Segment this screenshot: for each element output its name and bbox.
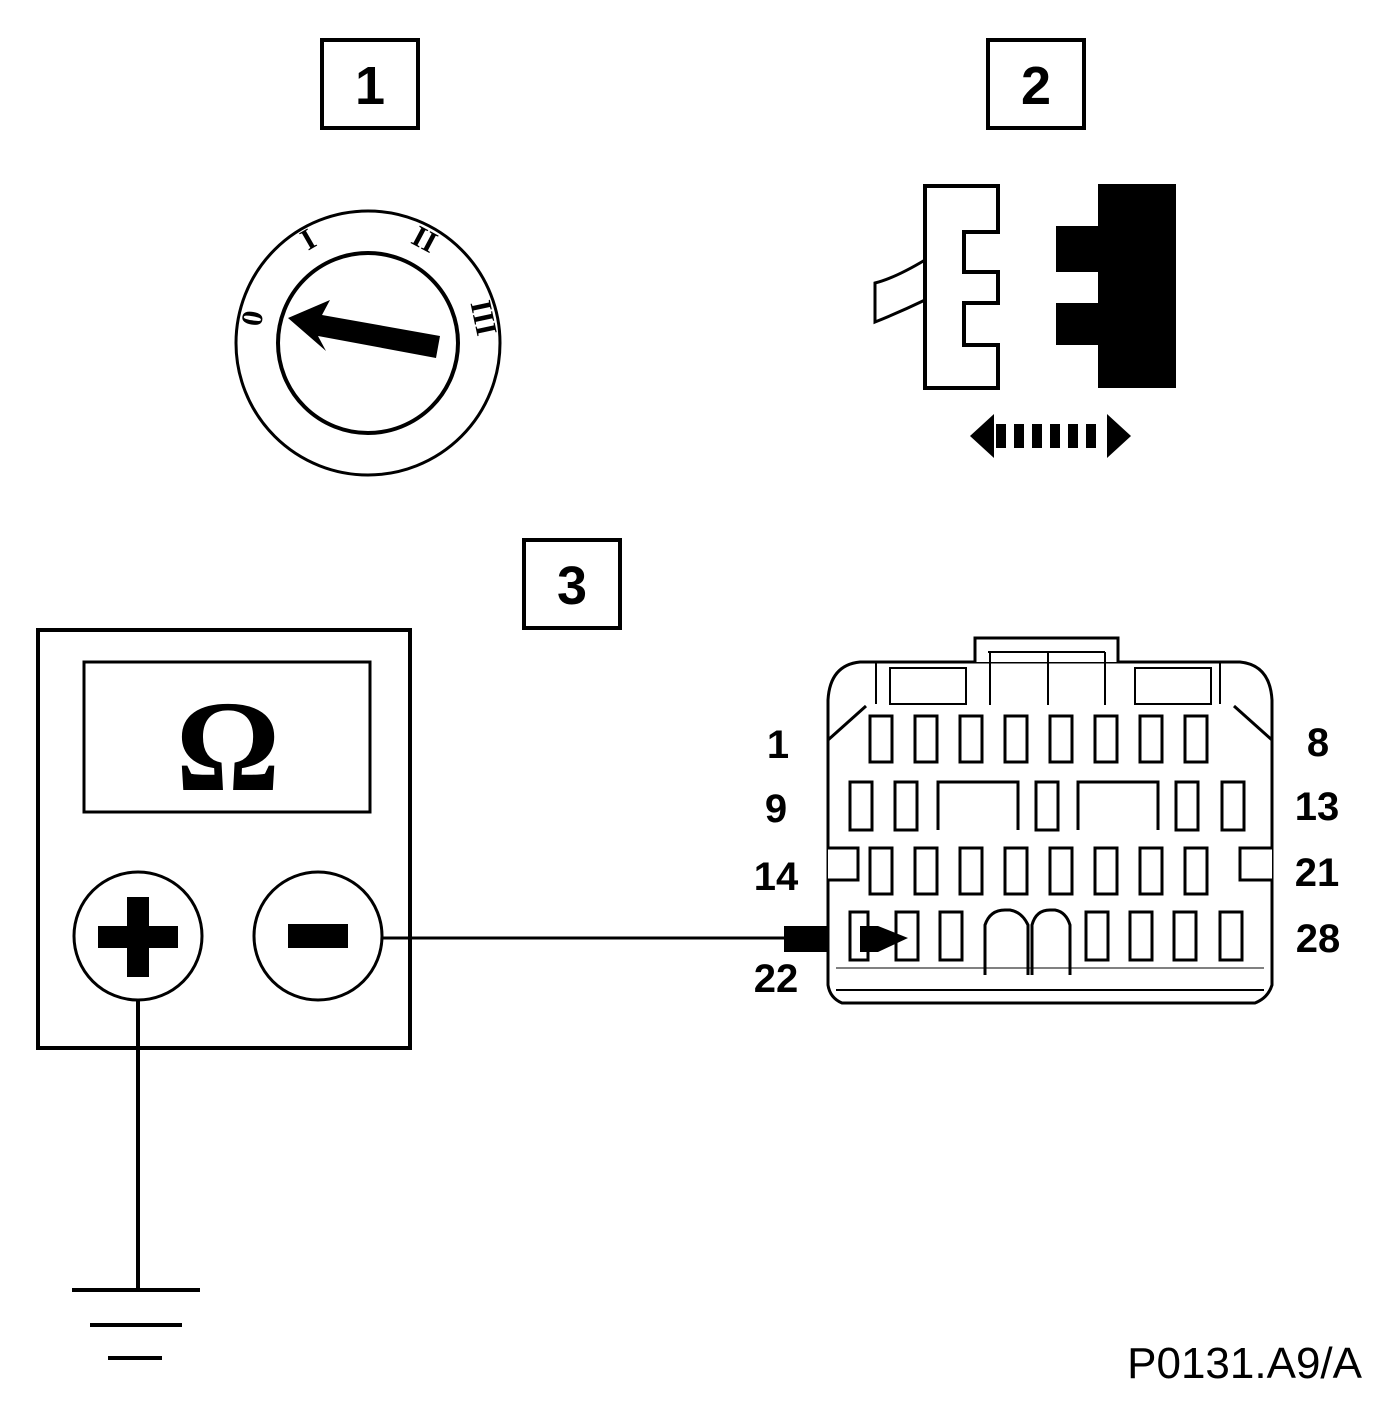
pin-label-14: 14 bbox=[754, 855, 799, 899]
step-2-number: 2 bbox=[1021, 56, 1051, 116]
pin-label-13: 13 bbox=[1295, 785, 1340, 829]
step-3-label: 3 bbox=[522, 538, 622, 630]
pin-label-21: 21 bbox=[1295, 851, 1340, 895]
step-3-number: 3 bbox=[557, 556, 587, 616]
pin-label-9: 9 bbox=[765, 787, 787, 831]
connector-halves-icon bbox=[873, 184, 1176, 458]
minus-icon bbox=[288, 924, 348, 948]
ground-icon bbox=[72, 1288, 200, 1360]
ignition-position-0: 0 bbox=[235, 308, 270, 329]
connector-28-pin-icon bbox=[826, 636, 1274, 1005]
probe-tip-icon bbox=[860, 926, 908, 952]
step-1-label: 1 bbox=[320, 38, 420, 130]
ignition-switch-icon: 0 I II III bbox=[234, 209, 504, 477]
connector-male-half bbox=[1056, 184, 1176, 388]
ignition-position-3: III bbox=[464, 297, 504, 338]
meter-display bbox=[82, 660, 372, 814]
pin-label-28: 28 bbox=[1296, 917, 1341, 961]
disconnect-arrow-icon bbox=[970, 414, 1131, 458]
pin-row-2 bbox=[848, 780, 1246, 832]
step-1-number: 1 bbox=[355, 56, 385, 116]
plus-icon-v bbox=[127, 897, 149, 977]
reference-code: P0131.A9/A bbox=[1127, 1339, 1362, 1388]
ohm-symbol: Ω bbox=[176, 675, 280, 819]
ohmmeter-icon: Ω bbox=[36, 628, 412, 1050]
pin-row-1 bbox=[868, 714, 1209, 764]
pin-label-1: 1 bbox=[767, 723, 789, 767]
wire-ribbon bbox=[873, 257, 927, 325]
pin-row-3 bbox=[828, 846, 1272, 896]
pin-label-22: 22 bbox=[754, 957, 799, 1001]
connector-female-half bbox=[923, 184, 1000, 390]
pin-label-8: 8 bbox=[1307, 721, 1329, 765]
ignition-key-arrow-icon bbox=[288, 300, 440, 358]
step-2-label: 2 bbox=[986, 38, 1086, 130]
